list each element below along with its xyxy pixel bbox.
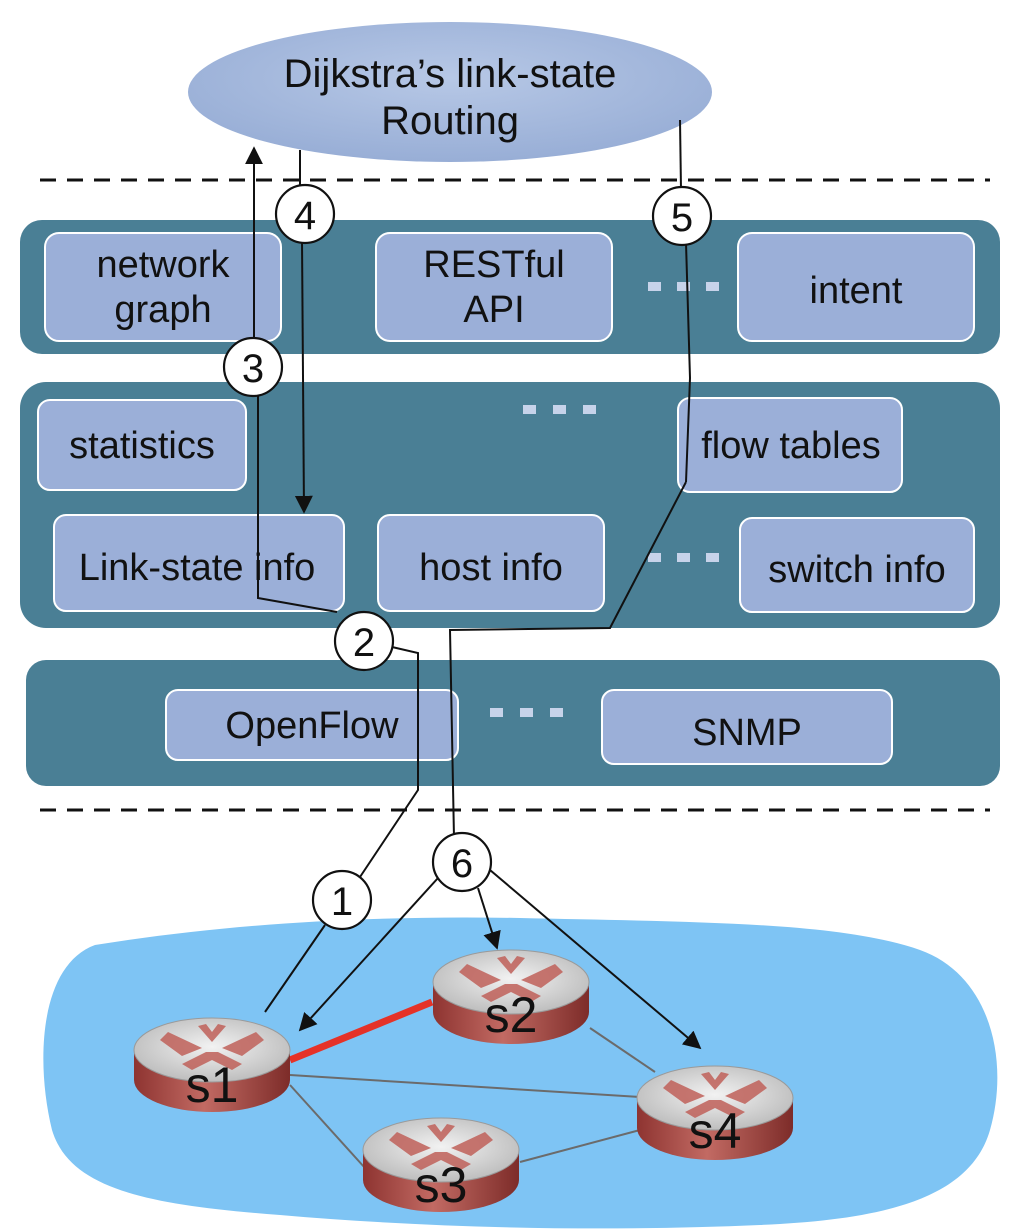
switch-s4-label: s4 (689, 1103, 742, 1159)
algorithm-line-1: Dijkstra’s link-state (284, 52, 617, 96)
path-flow-tables-to-6 (448, 481, 687, 839)
intent-box: intent (737, 232, 975, 342)
step-marker-2: 2 (333, 610, 395, 672)
host-info-label: host info (419, 547, 563, 589)
restful-api-line-1: RESTful (423, 244, 564, 286)
ellipsis-dots (648, 282, 719, 291)
openflow-box: OpenFlow (165, 689, 459, 761)
flow-tables-label: flow tables (701, 425, 881, 467)
link-s3-s4 (519, 1129, 641, 1163)
link-s1-s4 (289, 1074, 641, 1098)
switch-s2-label: s2 (485, 987, 538, 1043)
ellipsis-dots (490, 708, 563, 717)
network-graph-box: network graph (44, 232, 282, 342)
switch-s2: s2 (432, 949, 590, 1045)
state-layer: statistics flow tables Link-state info h… (20, 382, 1000, 628)
switch-s4: s4 (636, 1065, 794, 1161)
ellipsis-dots (648, 553, 719, 562)
northbound-layer: network graph RESTful API intent (20, 220, 1000, 354)
path-5-to-flow-tables (685, 242, 692, 483)
host-info-box: host info (377, 514, 605, 612)
step-6-label: 6 (451, 842, 473, 886)
link-state-info-label: Link-state info (79, 547, 316, 589)
algorithm-line-2: Routing (381, 99, 519, 143)
step-marker-4: 4 (274, 183, 336, 245)
path-link-state-to-app (257, 393, 338, 613)
restful-api-line-2: API (463, 289, 524, 331)
step-1-label: 1 (331, 880, 353, 924)
switch-info-label: switch info (768, 549, 945, 591)
intent-label: intent (810, 270, 903, 312)
switch-s3-label: s3 (415, 1157, 468, 1213)
step-3-label: 3 (242, 347, 264, 391)
network-graph-line-1: network (96, 244, 230, 286)
switch-s1-label: s1 (186, 1057, 239, 1113)
switch-s1: s1 (133, 1017, 291, 1113)
arrow-6-to-s1 (298, 877, 439, 1032)
network-graph-line-2: graph (114, 289, 211, 331)
flow-wires (245, 119, 702, 1050)
ellipsis-dots (523, 405, 596, 414)
statistics-label: statistics (69, 425, 215, 467)
flow-tables-box: flow tables (677, 397, 903, 493)
step-2-label: 2 (353, 621, 375, 665)
dijkstra-routing-app: Dijkstra’s link-state Routing (188, 22, 712, 162)
path-dijkstra-to-5 (679, 119, 682, 191)
arrow-to-link-state (294, 239, 313, 514)
step-5-label: 5 (671, 196, 693, 240)
path-s1-to-link-state (264, 924, 326, 1013)
southbound-layer: OpenFlow SNMP (26, 660, 1000, 786)
step-4-label: 4 (294, 194, 316, 238)
arrow-6-to-s2 (477, 887, 501, 950)
step-marker-3: 3 (222, 336, 284, 398)
statistics-box: statistics (37, 399, 247, 491)
snmp-label: SNMP (692, 712, 802, 754)
snmp-box: SNMP (601, 689, 893, 765)
openflow-label: OpenFlow (225, 705, 399, 747)
failed-link-s1-s2 (288, 998, 434, 1064)
restful-api-box: RESTful API (375, 232, 613, 342)
step-marker-5: 5 (651, 185, 713, 247)
link-s2-s4 (589, 1027, 656, 1073)
arrow-6-to-s4 (489, 869, 702, 1050)
step-marker-1: 1 (311, 869, 373, 931)
link-s1-s3 (289, 1084, 366, 1169)
switch-s3: s3 (362, 1117, 520, 1213)
switch-info-box: switch info (739, 517, 975, 613)
link-state-info-box: Link-state info (53, 514, 345, 612)
path-openflow-up (357, 646, 419, 881)
step-marker-6: 6 (431, 831, 493, 893)
